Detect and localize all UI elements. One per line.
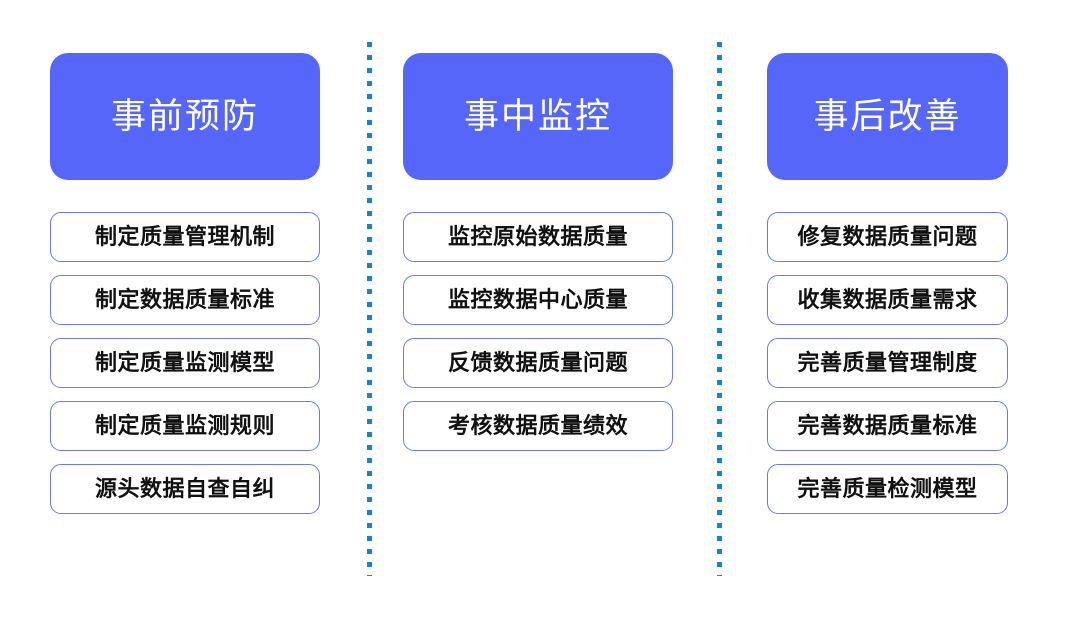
list-item[interactable]: 完善质量管理制度 (767, 338, 1008, 388)
column-improvement: 事后改善 修复数据质量问题 收集数据质量需求 完善质量管理制度 完善数据质量标准… (717, 0, 1080, 626)
list-item[interactable]: 制定数据质量标准 (50, 275, 320, 325)
column-prevention: 事前预防 制定质量管理机制 制定数据质量标准 制定质量监测模型 制定质量监测规则… (0, 0, 367, 626)
list-item[interactable]: 源头数据自查自纠 (50, 464, 320, 514)
list-item[interactable]: 修复数据质量问题 (767, 212, 1008, 262)
column-divider-1 (367, 42, 372, 576)
column-header-improvement: 事后改善 (767, 53, 1008, 180)
column-header-monitoring: 事中监控 (403, 53, 673, 180)
column-header-prevention: 事前预防 (50, 53, 320, 180)
list-item[interactable]: 制定质量监测规则 (50, 401, 320, 451)
list-item[interactable]: 考核数据质量绩效 (403, 401, 673, 451)
list-item[interactable]: 收集数据质量需求 (767, 275, 1008, 325)
column-divider-2 (717, 42, 722, 576)
list-item[interactable]: 反馈数据质量问题 (403, 338, 673, 388)
item-list-monitoring: 监控原始数据质量 监控数据中心质量 反馈数据质量问题 考核数据质量绩效 (403, 212, 673, 451)
item-list-prevention: 制定质量管理机制 制定数据质量标准 制定质量监测模型 制定质量监测规则 源头数据… (50, 212, 320, 514)
list-item[interactable]: 制定质量管理机制 (50, 212, 320, 262)
item-list-improvement: 修复数据质量问题 收集数据质量需求 完善质量管理制度 完善数据质量标准 完善质量… (767, 212, 1008, 514)
list-item[interactable]: 监控数据中心质量 (403, 275, 673, 325)
list-item[interactable]: 制定质量监测模型 (50, 338, 320, 388)
list-item[interactable]: 完善数据质量标准 (767, 401, 1008, 451)
column-monitoring: 事中监控 监控原始数据质量 监控数据中心质量 反馈数据质量问题 考核数据质量绩效 (367, 0, 717, 626)
list-item[interactable]: 完善质量检测模型 (767, 464, 1008, 514)
list-item[interactable]: 监控原始数据质量 (403, 212, 673, 262)
